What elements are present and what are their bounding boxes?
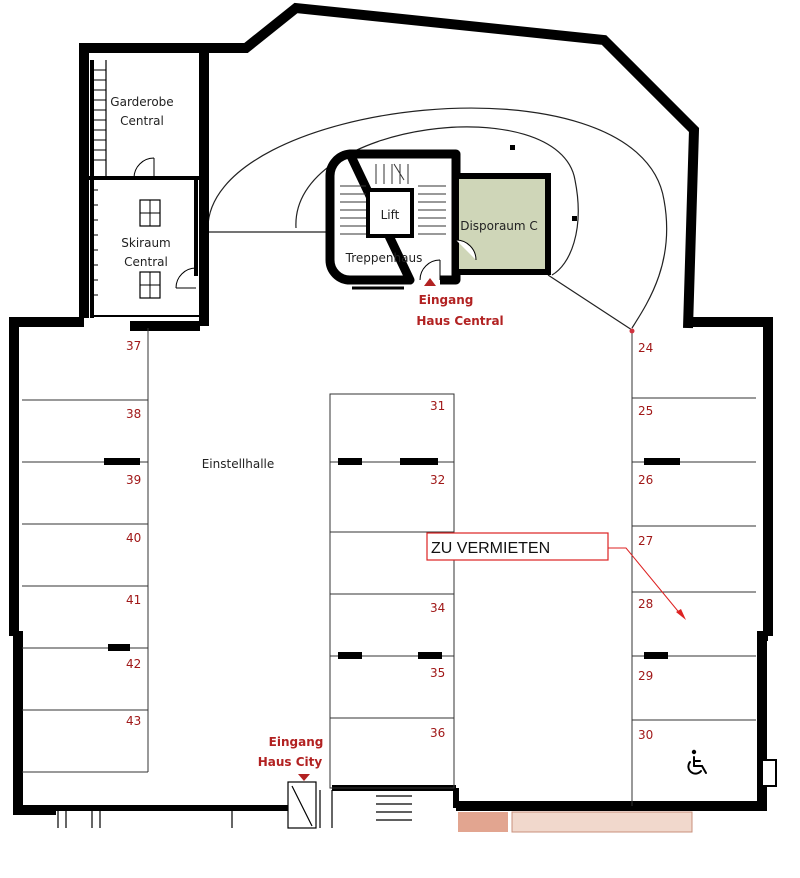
- bottom-openings: [57, 781, 412, 829]
- entrance-city-label-2: Haus City: [258, 755, 323, 769]
- spot-number: 37: [126, 339, 141, 353]
- spot-number: 29: [638, 669, 653, 683]
- spot-number: 31: [430, 399, 445, 413]
- middle-columns: [338, 458, 442, 659]
- skiraum-label: Skiraum: [121, 236, 170, 250]
- right-columns: [644, 458, 680, 659]
- outer-walls: [9, 2, 773, 815]
- left-stalls: [22, 328, 149, 773]
- einstellhalle-label: Einstellhalle: [202, 457, 275, 471]
- spot-number: 35: [430, 666, 445, 680]
- disporaum-room: [453, 173, 551, 275]
- right-stalls: [631, 330, 756, 806]
- spot-number: 26: [638, 473, 653, 487]
- spot-number: 38: [126, 407, 141, 421]
- side-rooms: [88, 60, 204, 318]
- stair-door: [419, 259, 441, 281]
- wheelchair-icon: [687, 749, 707, 775]
- disporaum-label: Disporaum C: [460, 219, 538, 233]
- garderobe-label: Garderobe: [110, 95, 173, 109]
- spot-number: 34: [430, 601, 445, 615]
- entrance-city-marker: [298, 774, 310, 781]
- skiraum-label-2: Central: [124, 255, 168, 269]
- treppenhaus-label: Treppenhaus: [345, 251, 423, 265]
- spot-number: 36: [430, 726, 445, 740]
- corner-marker: [629, 328, 635, 334]
- bottom-wall: [22, 785, 459, 811]
- left-columns: [104, 458, 140, 651]
- spot-number: 43: [126, 714, 141, 728]
- lift-shaft: [366, 188, 414, 238]
- column-2: [572, 216, 577, 221]
- entrance-central-label: Eingang: [419, 293, 474, 307]
- spot-number: 41: [126, 593, 141, 607]
- garderobe-label-2: Central: [120, 114, 164, 128]
- neighbour-room-2: [511, 811, 693, 833]
- spot-number: 32: [430, 473, 445, 487]
- entrance-central-marker: [424, 278, 436, 286]
- spot-number: 39: [126, 473, 141, 487]
- column-1: [510, 145, 515, 150]
- lift-label: Lift: [381, 208, 400, 222]
- entrance-city-label: Eingang: [269, 735, 324, 749]
- entrance-central-label-2: Haus Central: [416, 314, 503, 328]
- spot-number: 25: [638, 404, 653, 418]
- disporaum-door: [455, 239, 477, 261]
- callout-rent: ZU VERMIETEN: [426, 532, 686, 620]
- spot-number: 28: [638, 597, 653, 611]
- neighbour-room: [458, 812, 508, 832]
- spot-number: 27: [638, 534, 653, 548]
- spot-number: 42: [126, 657, 141, 671]
- stairs: [340, 163, 446, 235]
- wall-niche: [761, 759, 777, 787]
- spot-number: 30: [638, 728, 653, 742]
- garderobe-rail: [92, 69, 106, 296]
- spot-number: 24: [638, 341, 653, 355]
- spot-number: 40: [126, 531, 141, 545]
- callout-text: ZU VERMIETEN: [431, 540, 550, 557]
